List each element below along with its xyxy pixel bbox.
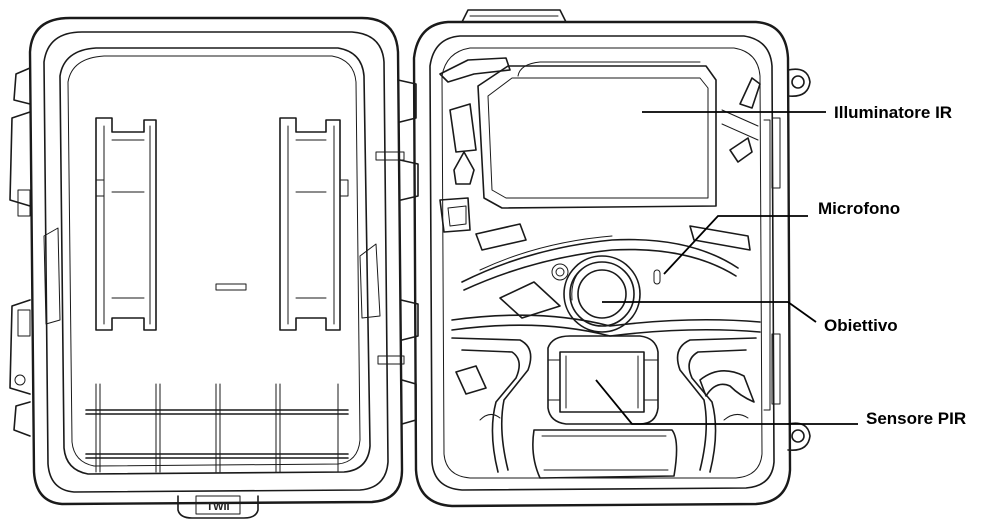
label-ir-illuminator: Illuminatore IR [834, 103, 952, 122]
callout-ir-illuminator: Illuminatore IR [642, 103, 952, 122]
bottom-grid [85, 383, 349, 473]
lens [563, 255, 641, 333]
bottom-tab: TWII [177, 495, 259, 519]
back-cover-panel: TWII [9, 16, 419, 519]
ir-illuminator [477, 61, 717, 209]
label-lens: Obiettivo [824, 316, 898, 335]
stamp-text: TWII [206, 501, 229, 513]
pir-sensor [532, 335, 678, 479]
label-pir-sensor: Sensore PIR [866, 409, 966, 428]
callout-lens: Obiettivo [602, 301, 898, 335]
camera-body-panel [412, 9, 811, 508]
label-microphone: Microfono [818, 199, 900, 218]
callout-microphone: Microfono [663, 199, 900, 275]
microphone [461, 235, 739, 291]
callout-pir-sensor: Sensore PIR [595, 379, 966, 428]
